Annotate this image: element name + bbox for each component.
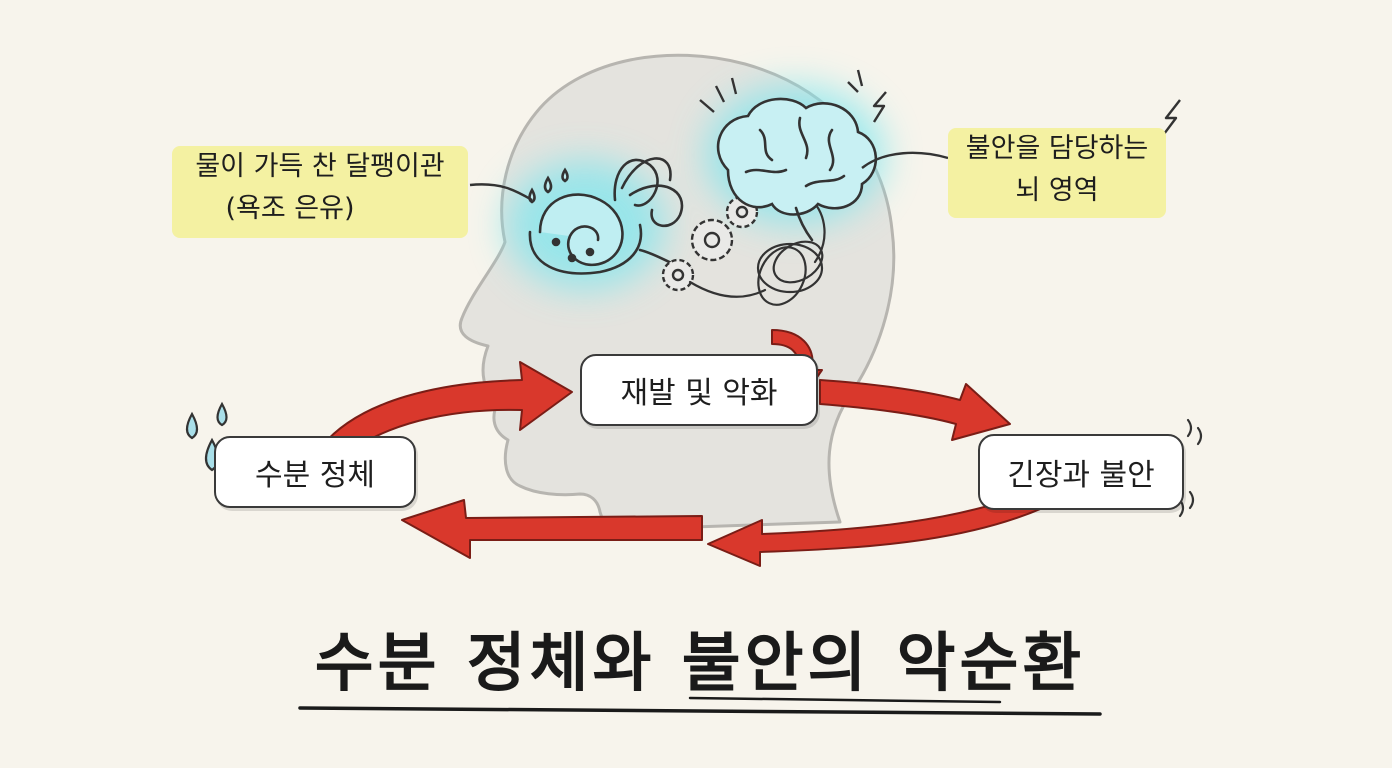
arrow-bottom-to-retention — [401, 499, 703, 559]
title-underline-accent — [688, 696, 1002, 704]
brain-label-line1: 불안을 담당하는 — [965, 133, 1149, 164]
node-retention: 수분 정체 — [214, 436, 416, 508]
arrow-anxiety-to-bottom — [707, 487, 1061, 567]
lightning-icon — [699, 69, 1181, 135]
cochlea-leader-line — [469, 183, 533, 202]
node-anxiety: 긴장과 불안 — [978, 434, 1184, 510]
arrow-retention-to-relapse — [321, 361, 573, 461]
title-underline-main — [298, 706, 1102, 716]
brain-label-line2: 뇌 영역 — [1015, 175, 1099, 206]
cochlea-icon — [528, 157, 692, 275]
page-title: 수분 정체와 불안의 악순환 — [314, 627, 1086, 701]
water-drop-icon — [185, 401, 228, 472]
gear-icon — [661, 195, 759, 292]
cochlea-label-line1: 물이 가득 찬 달팽이관 — [195, 151, 445, 182]
cochlea-label-line2: (욕조 은유) — [225, 193, 355, 224]
brain-label-note: 불안을 담당하는 뇌 영역 — [948, 128, 1166, 218]
arrow-relapse-to-anxiety — [819, 379, 1011, 441]
cochlea-label-note: 물이 가득 찬 달팽이관 (욕조 은유) — [172, 146, 468, 238]
node-relapse: 재발 및 악화 — [580, 354, 818, 426]
brain-icon — [716, 97, 878, 242]
brain-leader-line — [861, 151, 949, 169]
